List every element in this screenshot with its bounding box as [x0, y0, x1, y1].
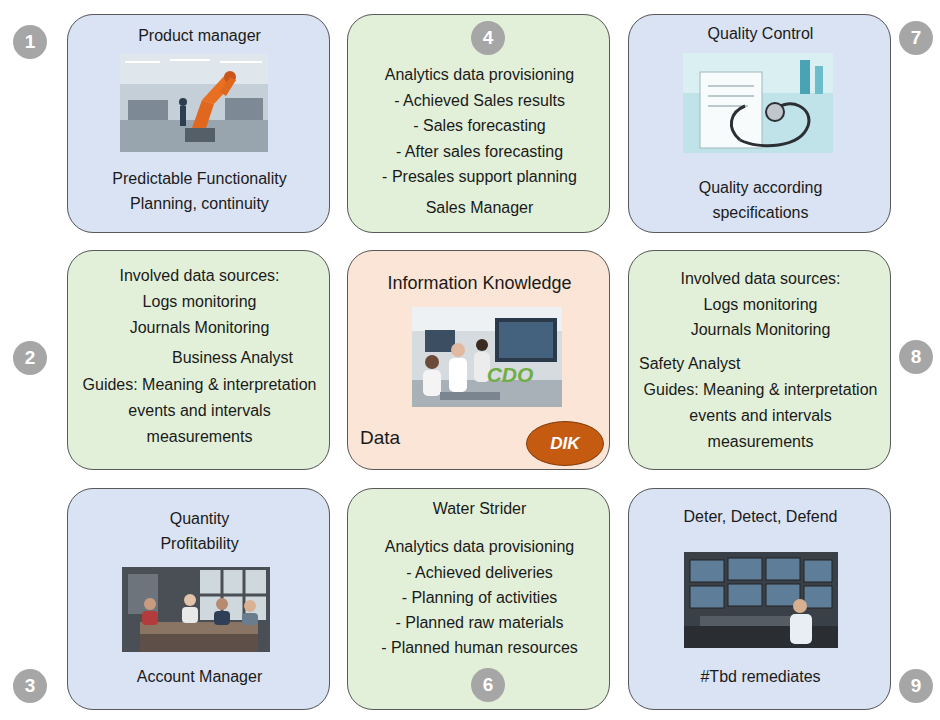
- box-text: Account Manager: [76, 665, 323, 689]
- callout-number: 7: [899, 21, 933, 55]
- box-fill: [628, 14, 891, 233]
- box-text: specifications: [637, 201, 884, 225]
- role-box: QuantityProfitabilityAccount Manager: [67, 488, 330, 710]
- box-fill: [347, 488, 610, 710]
- box-text: Sales Manager: [356, 196, 603, 220]
- box-text: Journals Monitoring: [76, 316, 323, 340]
- box-text: Analytics data provisioning: [356, 535, 603, 559]
- box-text: Data: [360, 425, 440, 451]
- box-text: - Planned raw materials: [356, 611, 603, 635]
- box-fill: [628, 250, 891, 470]
- analysts-photo: [412, 307, 562, 407]
- overlay-text: CDO: [475, 361, 545, 389]
- box-text: Logs monitoring: [637, 293, 884, 317]
- callout-number: 3: [13, 669, 47, 703]
- box-text: - Achieved deliveries: [356, 561, 603, 585]
- callout-number: 4: [471, 21, 505, 55]
- box-text: Safety Analyst: [639, 352, 789, 376]
- box-fill: [67, 488, 330, 710]
- role-box: Involved data sources:Logs monitoringJou…: [628, 250, 891, 470]
- box-fill: [67, 14, 330, 233]
- box-text: Involved data sources:: [76, 264, 323, 288]
- box-fill: [347, 14, 610, 233]
- role-box: Deter, Detect, Defend #Tbd remediates: [628, 488, 891, 710]
- box-text: Guides: Meaning & interpretation events …: [641, 377, 880, 455]
- callout-number: 1: [13, 25, 47, 59]
- role-box: Product managerPredictable Functionality…: [67, 14, 330, 233]
- role-box: Information KnowledgeData DIK: [347, 250, 610, 470]
- box-text: - Planned human resources: [356, 636, 603, 660]
- box-text: Quality Control: [637, 22, 884, 46]
- role-box: Water StriderAnalytics data provisioning…: [347, 488, 610, 710]
- role-box: Quality ControlQuality accordingspecific…: [628, 14, 891, 233]
- box-text: Predictable Functionality: [76, 167, 323, 191]
- box-text: - Sales forecasting: [356, 114, 603, 138]
- role-box: Involved data sources:Logs monitoringJou…: [67, 250, 330, 470]
- box-text: Guides: Meaning & interpretation events …: [80, 372, 319, 450]
- box-text: Product manager: [76, 24, 323, 48]
- callout-number: 6: [471, 668, 505, 702]
- box-text: DIK: [527, 431, 603, 457]
- box-text: Information Knowledge: [350, 270, 609, 296]
- role-box: Analytics data provisioning- Achieved Sa…: [347, 14, 610, 233]
- box-text: - Presales support planning: [356, 165, 603, 189]
- box-text: Analytics data provisioning: [356, 63, 603, 87]
- box-text: Involved data sources:: [637, 267, 884, 291]
- box-text: Journals Monitoring: [637, 318, 884, 342]
- box-text: Deter, Detect, Defend: [637, 505, 884, 529]
- stethoscope-photo: [683, 53, 833, 153]
- box-text: Business Analyst: [172, 346, 322, 370]
- factory-photo: [120, 54, 268, 152]
- box-text: Profitability: [76, 532, 323, 556]
- box-fill: [67, 250, 330, 470]
- meeting-photo: [122, 567, 270, 652]
- callout-number: 8: [899, 340, 933, 374]
- box-text: Logs monitoring: [76, 290, 323, 314]
- box-text: - After sales forecasting: [356, 140, 603, 164]
- box-text: - Achieved Sales results: [356, 89, 603, 113]
- box-text: Water Strider: [356, 497, 603, 521]
- box-fill: [628, 488, 891, 710]
- callout-number: 9: [899, 669, 933, 703]
- box-fill: [347, 250, 610, 470]
- callout-circles: [13, 21, 933, 703]
- box-text: Planning, continuity: [76, 192, 323, 216]
- box-text: #Tbd remediates: [637, 665, 884, 689]
- badge-ellipse: DIK: [526, 421, 604, 466]
- box-text: Quantity: [76, 507, 323, 531]
- control-room-photo: [684, 552, 838, 648]
- callout-number: 2: [13, 341, 47, 375]
- box-text: Quality according: [637, 176, 884, 200]
- box-text: - Planning of activities: [356, 586, 603, 610]
